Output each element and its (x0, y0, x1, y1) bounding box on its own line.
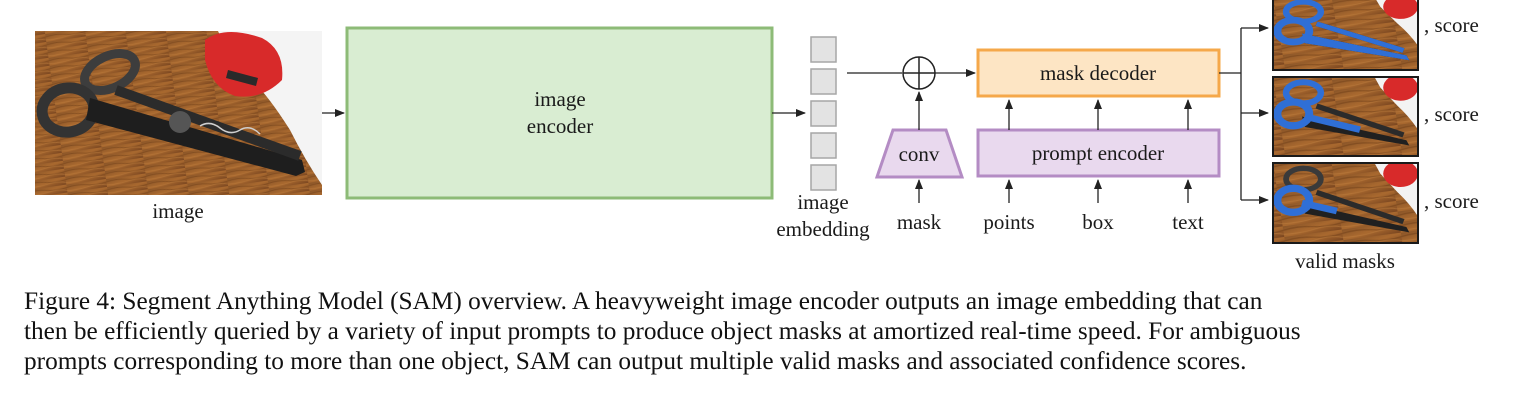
caption-line-1: Figure 4: Segment Anything Model (SAM) o… (24, 287, 1263, 315)
output-score-3: , score (1424, 189, 1479, 213)
embedding-cell (810, 100, 837, 127)
sam-architecture-diagram: image image encoder image embedding conv… (35, 0, 1479, 273)
embedding-label-line2: embedding (776, 217, 870, 241)
sum-node-icon (902, 56, 936, 90)
embedding-cell (810, 164, 837, 191)
prompt-encoder-label: prompt encoder (1032, 141, 1164, 165)
prompt-input-text: text (1172, 210, 1204, 234)
output-mask-2 (1272, 76, 1419, 157)
output-mask-3 (1272, 162, 1419, 244)
mask-input-label: mask (897, 210, 942, 234)
embedding-cell (810, 68, 837, 95)
prompt-input-points: points (983, 210, 1034, 234)
embedding-label-line1: image (797, 190, 848, 214)
embedding-cell (810, 132, 837, 159)
input-image (35, 31, 322, 195)
mask-decoder-label: mask decoder (1040, 61, 1156, 85)
conv-block (874, 128, 965, 179)
image-encoder-block (345, 26, 774, 200)
output-score-1: , score (1424, 13, 1479, 37)
prompt-input-box: box (1082, 210, 1114, 234)
output-mask-1 (1272, 0, 1419, 71)
caption-line-2: then be efficiently queried by a variety… (24, 317, 1301, 345)
output-score-2: , score (1424, 102, 1479, 126)
prompt-encoder-block (976, 128, 1221, 178)
valid-masks-label: valid masks (1295, 249, 1395, 273)
caption-line-3: prompts corresponding to more than one o… (24, 347, 1247, 375)
image-embedding-stack (810, 36, 837, 191)
input-image-label: image (152, 199, 203, 223)
image-encoder-label-line2: encoder (527, 114, 593, 138)
image-encoder-label-line1: image (534, 87, 585, 111)
figure-caption: Figure 4: Segment Anything Model (SAM) o… (24, 286, 1514, 376)
conv-label: conv (899, 142, 940, 166)
embedding-cell (810, 36, 837, 63)
